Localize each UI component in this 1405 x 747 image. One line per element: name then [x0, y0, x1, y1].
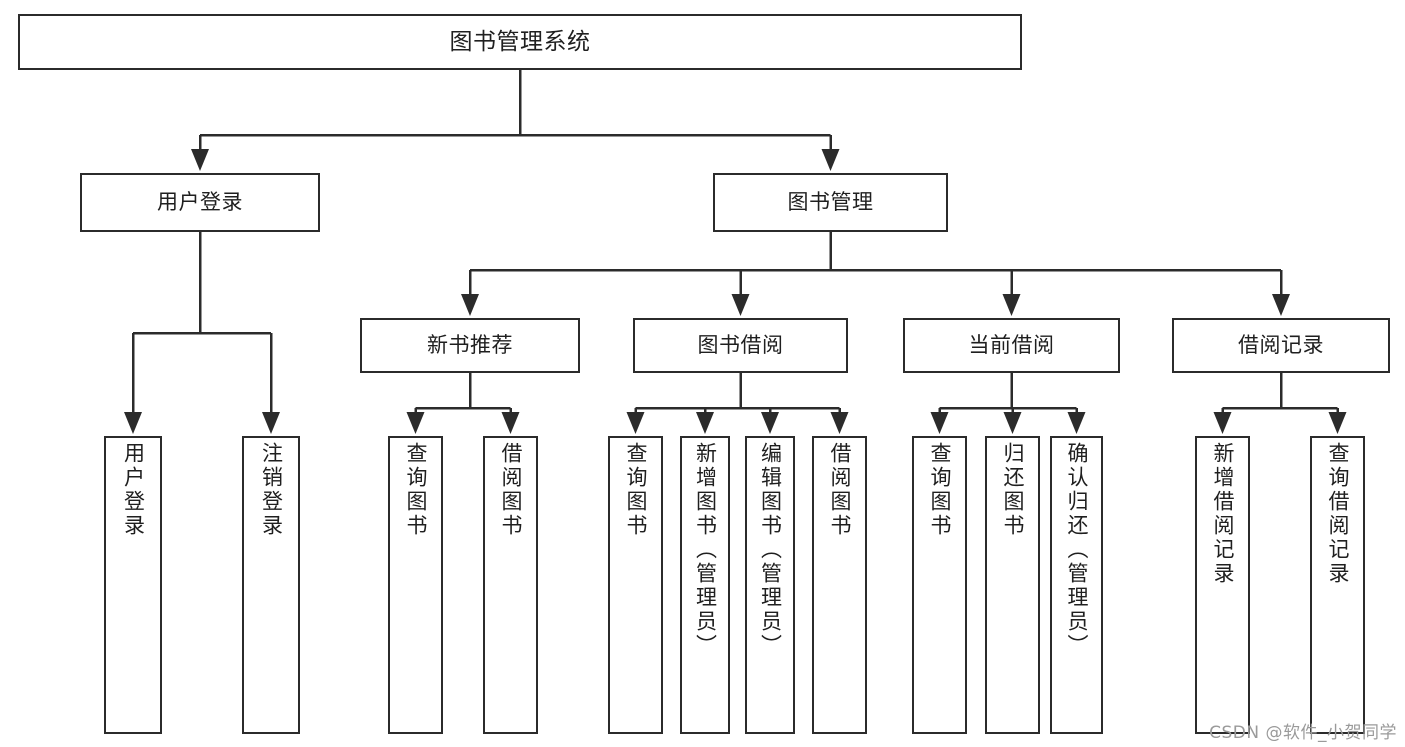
node-leaf-query-record[interactable]: 查询借阅记录: [1310, 436, 1365, 734]
node-label: 借阅记录: [1238, 333, 1324, 358]
node-label: 查询图书: [404, 442, 428, 538]
arrowhead-icon: [1067, 412, 1086, 434]
arrowhead-icon: [821, 149, 840, 171]
node-leaf-logout[interactable]: 注销登录: [242, 436, 300, 734]
node-bookmgmt[interactable]: 图书管理: [713, 173, 948, 232]
node-label: 借阅图书: [499, 442, 523, 538]
node-leaf-user-login[interactable]: 用户登录: [104, 436, 162, 734]
node-login[interactable]: 用户登录: [80, 173, 320, 232]
node-leaf-borrow-book-1[interactable]: 借阅图书: [483, 436, 538, 734]
node-label: 确认归还（管理员）: [1065, 442, 1089, 658]
node-label: 用户登录: [121, 442, 146, 538]
node-leaf-edit-book[interactable]: 编辑图书（管理员）: [745, 436, 795, 734]
node-label: 图书管理: [787, 190, 874, 215]
node-leaf-confirm-return[interactable]: 确认归还（管理员）: [1050, 436, 1103, 734]
node-label: 借阅图书: [828, 442, 852, 538]
arrowhead-icon: [1213, 412, 1232, 434]
node-leaf-query-book-3[interactable]: 查询图书: [912, 436, 967, 734]
node-leaf-borrow-book-2[interactable]: 借阅图书: [812, 436, 867, 734]
node-label: 新书推荐: [427, 333, 513, 358]
arrowhead-icon: [124, 412, 142, 434]
arrowhead-icon: [406, 412, 425, 434]
watermark: CSDN @软件_小贺同学: [1209, 723, 1397, 743]
node-current[interactable]: 当前借阅: [903, 318, 1120, 373]
node-records[interactable]: 借阅记录: [1172, 318, 1390, 373]
node-root[interactable]: 图书管理系统: [18, 14, 1022, 70]
node-label: 新增图书（管理员）: [693, 442, 718, 658]
node-label: 新增借阅记录: [1211, 442, 1235, 586]
node-label: 图书借阅: [697, 333, 784, 358]
node-newbook[interactable]: 新书推荐: [360, 318, 580, 373]
node-label: 查询图书: [624, 442, 648, 538]
node-label: 查询借阅记录: [1326, 442, 1350, 586]
node-label: 注销登录: [259, 442, 284, 538]
arrowhead-icon: [830, 412, 849, 434]
arrowhead-icon: [1002, 294, 1021, 316]
arrowhead-icon: [461, 294, 479, 316]
arrowhead-icon: [1328, 412, 1347, 434]
node-label: 归还图书: [1001, 442, 1025, 538]
node-leaf-return-book[interactable]: 归还图书: [985, 436, 1040, 734]
arrowhead-icon: [262, 412, 280, 434]
node-label: 编辑图书（管理员）: [758, 442, 783, 658]
arrowhead-icon: [930, 412, 949, 434]
node-label: 当前借阅: [968, 333, 1055, 358]
arrowhead-icon: [501, 412, 520, 434]
arrowhead-icon: [731, 294, 750, 316]
arrowhead-icon: [696, 412, 714, 434]
node-leaf-add-record[interactable]: 新增借阅记录: [1195, 436, 1250, 734]
arrowhead-icon: [761, 412, 779, 434]
arrowhead-icon: [626, 412, 645, 434]
node-leaf-add-book[interactable]: 新增图书（管理员）: [680, 436, 730, 734]
node-leaf-query-book-1[interactable]: 查询图书: [388, 436, 443, 734]
node-label: 查询图书: [928, 442, 952, 538]
arrowhead-icon: [1003, 412, 1022, 434]
node-label: 图书管理系统: [449, 28, 591, 55]
node-leaf-query-book-2[interactable]: 查询图书: [608, 436, 663, 734]
node-borrow[interactable]: 图书借阅: [633, 318, 848, 373]
node-label: 用户登录: [157, 190, 243, 215]
arrowhead-icon: [191, 149, 209, 171]
arrowhead-icon: [1272, 294, 1290, 316]
